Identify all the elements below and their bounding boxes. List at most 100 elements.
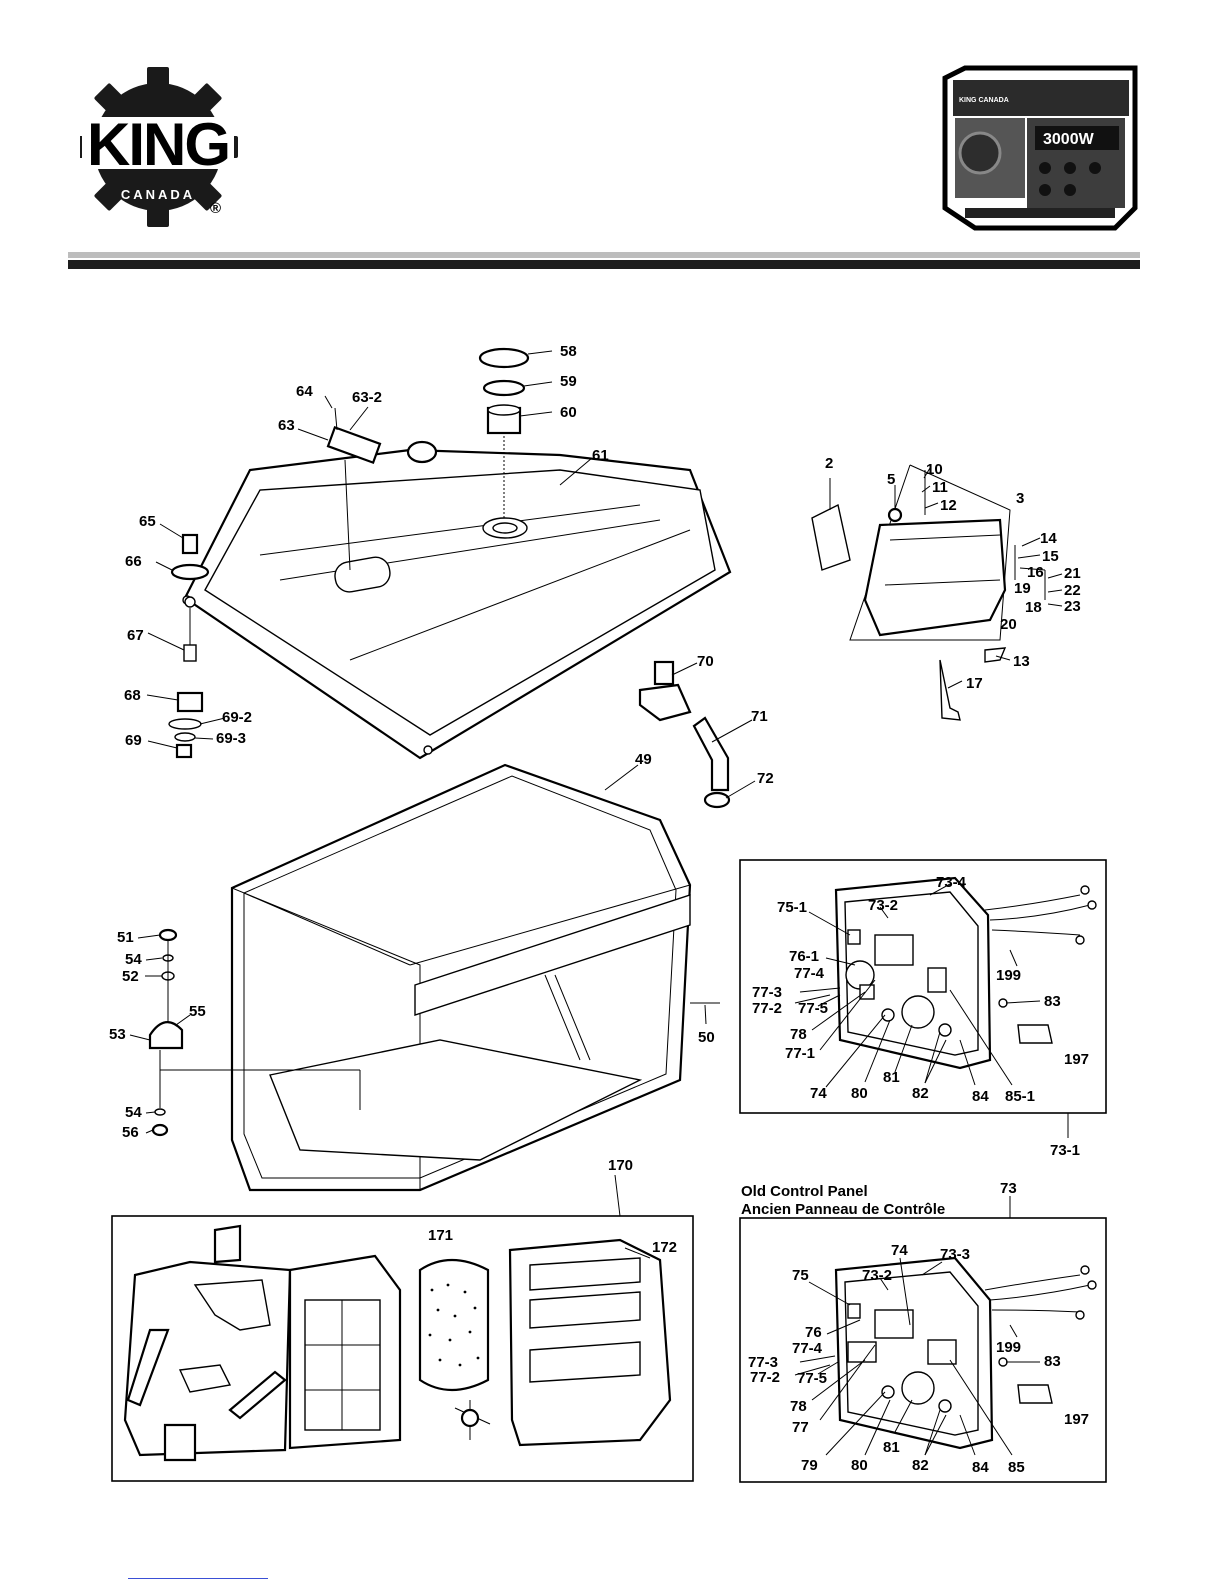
part-label: 77-5 (798, 1000, 828, 1017)
part-label: 199 (996, 967, 1021, 984)
part-label: 56 (122, 1124, 139, 1141)
part-label: 65 (139, 513, 156, 530)
muffler-assembly (811, 464, 1046, 721)
part-label: 14 (1040, 530, 1057, 547)
part-label: 82 (912, 1457, 929, 1474)
old-panel-caption-fr: Ancien Panneau de Contrôle (741, 1201, 945, 1218)
fuel-filter-stack (168, 533, 210, 759)
part-label: 80 (851, 1085, 868, 1102)
part-label: 77-4 (794, 965, 825, 982)
part-label: 68 (124, 687, 141, 704)
part-label: 83 (1044, 993, 1061, 1010)
part-label: 77-3 (752, 984, 782, 1001)
old-control-panel (834, 1256, 1097, 1450)
part-label: 3 (1016, 490, 1024, 507)
product-brand: KING CANADA (959, 97, 1009, 104)
part-label: 74 (810, 1085, 827, 1102)
part-label: 84 (972, 1088, 989, 1105)
part-label: 80 (851, 1457, 868, 1474)
air-cleaner-box (111, 1215, 694, 1482)
part-label: 22 (1064, 582, 1081, 599)
part-label: 77-1 (785, 1045, 815, 1062)
new-control-panel (834, 876, 1097, 1070)
part-label: 70 (697, 653, 714, 670)
part-label: 85-1 (1005, 1088, 1035, 1105)
part-label: 77 (792, 1419, 809, 1436)
fuel-cap-assembly (478, 347, 530, 520)
part-label: 74 (891, 1242, 908, 1259)
part-label: 20 (1000, 616, 1017, 633)
part-label: 21 (1064, 565, 1081, 582)
part-label: 51 (117, 929, 134, 946)
logo-subtext: CANADA (121, 187, 195, 202)
part-label: 54 (125, 1104, 142, 1121)
part-label: 76 (805, 1324, 822, 1341)
part-label: 75 (792, 1267, 809, 1284)
part-label: 55 (189, 1003, 206, 1020)
part-label: 16 (1027, 564, 1044, 581)
king-canada-logo: KING CANADA ® (80, 67, 238, 227)
part-label: 199 (996, 1339, 1021, 1356)
part-label: 19 (1014, 580, 1031, 597)
part-label: 82 (912, 1085, 929, 1102)
part-label: 83 (1044, 1353, 1061, 1370)
part-label: 73-2 (868, 897, 898, 914)
fuel-tank (182, 448, 732, 760)
part-label: 5 (887, 471, 895, 488)
fuel-gauge (326, 407, 438, 571)
part-labels: 58 59 60 61 64 63-2 63 65 66 67 68 69-2 … (109, 343, 1089, 1476)
part-label: 73-4 (936, 874, 967, 891)
part-label: 18 (1025, 599, 1042, 616)
header-divider (68, 252, 1140, 270)
leader-lines (129, 350, 1069, 1456)
part-label: 69 (125, 732, 142, 749)
part-label: 81 (883, 1069, 900, 1086)
part-label: 77-2 (750, 1369, 780, 1386)
part-label: 71 (751, 708, 768, 725)
part-label: 60 (560, 404, 577, 421)
part-label: 76-1 (789, 948, 819, 965)
part-label: 77-4 (792, 1340, 823, 1357)
part-label: 171 (428, 1227, 453, 1244)
logo-text: KING (87, 111, 229, 178)
part-label: 63-2 (352, 389, 382, 406)
part-label: 84 (972, 1459, 989, 1476)
part-label: 58 (560, 343, 577, 360)
part-label: 77-5 (797, 1370, 827, 1387)
part-label: 170 (608, 1157, 633, 1174)
part-label: 23 (1064, 598, 1081, 615)
footer-link-underline (128, 1578, 268, 1579)
part-label: 197 (1064, 1051, 1089, 1068)
part-label: 10 (926, 461, 943, 478)
part-label: 54 (125, 951, 142, 968)
part-label: 197 (1064, 1411, 1089, 1428)
part-label: 64 (296, 383, 313, 400)
product-badge: 3000W (1043, 131, 1095, 148)
part-label: 172 (652, 1239, 677, 1256)
part-label: 73-2 (862, 1267, 892, 1284)
part-label: 61 (592, 447, 609, 464)
part-label: 75-1 (777, 899, 807, 916)
registered-mark: ® (210, 200, 221, 217)
part-label: 69-2 (222, 709, 252, 726)
part-label: 12 (940, 497, 957, 514)
part-label: 53 (109, 1026, 126, 1043)
part-label: 13 (1013, 653, 1030, 670)
new-control-panel-box (739, 859, 1107, 1114)
part-label: 63 (278, 417, 295, 434)
air-cleaner (123, 1224, 672, 1462)
part-label: 52 (122, 968, 139, 985)
part-label: 2 (825, 455, 833, 472)
part-label: 85 (1008, 1459, 1025, 1476)
frame (230, 763, 720, 1192)
part-label: 67 (127, 627, 144, 644)
part-label: 66 (125, 553, 142, 570)
part-label: 78 (790, 1026, 807, 1043)
part-label: 49 (635, 751, 652, 768)
part-label: 69-3 (216, 730, 246, 747)
part-label: 72 (757, 770, 774, 787)
part-label: 77-3 (748, 1354, 778, 1371)
part-label: 79 (801, 1457, 818, 1474)
part-label: 78 (790, 1398, 807, 1415)
